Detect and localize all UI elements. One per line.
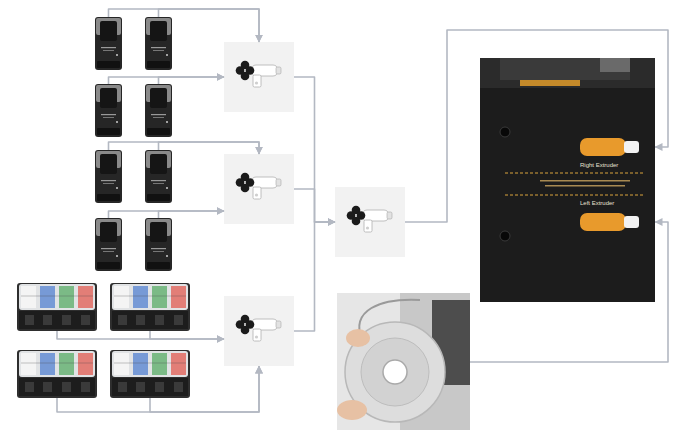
spool-hub — [383, 360, 407, 384]
machine-part — [600, 58, 630, 72]
machine-top — [480, 58, 655, 88]
dryer-unit — [95, 17, 122, 70]
dryer-unit-art — [95, 218, 122, 271]
ams-unit — [110, 283, 190, 331]
machine-trim — [520, 80, 580, 86]
connector-arrow — [294, 189, 335, 222]
extruder-panel-art — [480, 58, 655, 302]
connector-arrow — [109, 77, 225, 84]
printed-note-mark — [540, 180, 630, 182]
connector-arrow — [470, 222, 668, 362]
connector-arrow — [150, 366, 259, 412]
dryer-unit — [95, 150, 122, 203]
hand — [346, 329, 370, 347]
port-fitting — [624, 141, 639, 153]
hub-art — [224, 296, 294, 366]
ams-unit — [110, 350, 190, 398]
hub-splitter — [224, 42, 294, 112]
dashed-guide — [505, 195, 645, 196]
dryer-unit — [145, 218, 172, 271]
dryer-unit — [95, 84, 122, 137]
dryer-unit-art — [145, 17, 172, 70]
dryer-unit-art — [95, 150, 122, 203]
hub-art — [224, 154, 294, 224]
dryer-unit — [145, 150, 172, 203]
photo-back — [337, 293, 470, 430]
dryer-unit-art — [95, 17, 122, 70]
connector-arrow — [57, 331, 224, 339]
hand — [337, 400, 367, 420]
connector-arrow — [150, 331, 224, 339]
node-label: Right Extruder — [580, 162, 618, 169]
port-fitting — [624, 216, 639, 228]
dryer-unit-art — [145, 218, 172, 271]
connector-arrow — [109, 142, 260, 154]
node-label: Left Extruder — [580, 200, 614, 207]
connector-arrow — [294, 77, 335, 222]
connector-arrow — [109, 9, 260, 42]
spool-ring — [361, 338, 429, 406]
connector-arrow — [57, 366, 259, 412]
printed-note-mark — [545, 185, 625, 187]
connector-arrow — [159, 77, 225, 84]
external-spool-art — [337, 293, 470, 430]
dryer-unit-art — [145, 84, 172, 137]
hub-splitter — [224, 296, 294, 366]
hub-art — [335, 187, 405, 257]
ams-unit — [17, 283, 97, 331]
connector-arrow — [159, 211, 225, 218]
ams-unit — [17, 350, 97, 398]
extruder-panel-photo: Right ExtruderLeft Extruder — [480, 58, 655, 302]
dryer-unit-art — [95, 84, 122, 137]
ams-unit-art — [110, 283, 190, 331]
dryer-unit — [145, 17, 172, 70]
connector-arrow — [109, 211, 225, 218]
dryer-unit — [95, 218, 122, 271]
connector-arrow — [405, 30, 668, 222]
hub-splitter — [335, 187, 405, 257]
extruder-port — [580, 213, 626, 231]
external-spool-photo — [337, 293, 470, 430]
panel-hole — [500, 231, 510, 241]
hub-splitter — [224, 154, 294, 224]
hub-art — [224, 42, 294, 112]
ams-unit-art — [17, 350, 97, 398]
panel-hole — [500, 127, 510, 137]
dryer-unit-art — [145, 150, 172, 203]
connector-arrow — [159, 9, 260, 42]
extruder-port — [580, 138, 626, 156]
connector-arrow — [294, 222, 335, 331]
panel-back — [480, 58, 655, 302]
dryer-unit — [145, 84, 172, 137]
ams-unit-art — [17, 283, 97, 331]
ams-unit-art — [110, 350, 190, 398]
dashed-guide — [505, 173, 645, 174]
connector-arrow — [159, 142, 260, 154]
machine-carriage — [500, 58, 630, 80]
